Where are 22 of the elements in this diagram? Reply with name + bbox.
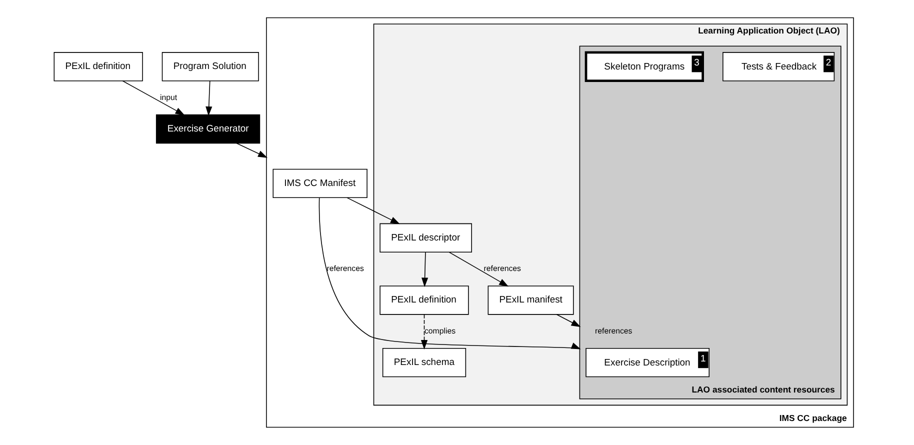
arrow <box>448 252 509 287</box>
edge-label: references <box>595 326 632 336</box>
edge-label: input <box>160 92 178 102</box>
node-box: Exercise Generator <box>156 114 260 144</box>
node-box: PExIL definition <box>54 52 143 82</box>
arrow <box>206 80 212 116</box>
edge-label: references <box>326 264 364 274</box>
arrow <box>122 80 185 116</box>
edge-label: references <box>484 264 521 274</box>
node-box: PExIL manifest <box>488 286 574 315</box>
node-box: Program Solution <box>162 52 259 82</box>
node-box: PExIL definition <box>380 286 469 315</box>
arrow <box>420 314 428 350</box>
node-box: PExIL schema <box>382 348 466 378</box>
arrow <box>346 197 400 224</box>
arrow <box>422 252 428 288</box>
arrow <box>236 142 268 158</box>
node-box: PExIL descriptor <box>380 223 472 252</box>
arrow <box>556 314 581 328</box>
edge-label: complies <box>424 326 456 336</box>
arrow <box>318 197 581 350</box>
node-box: IMS CC Manifest <box>272 168 368 198</box>
